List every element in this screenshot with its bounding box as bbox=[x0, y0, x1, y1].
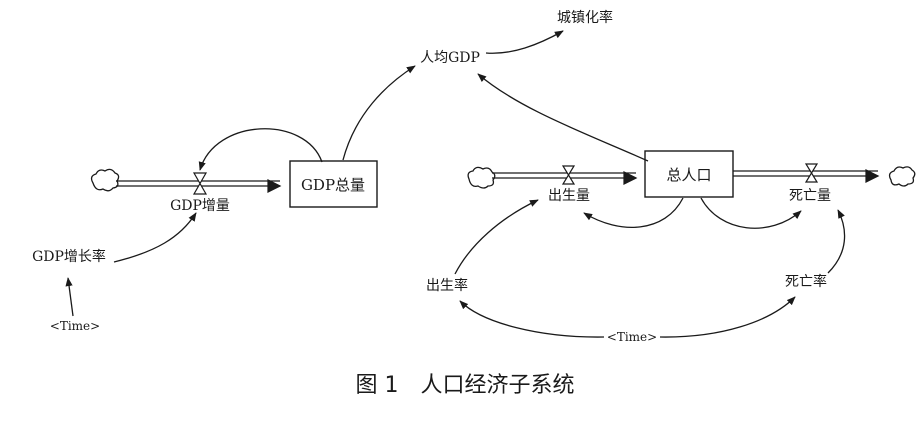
deaths-label: 死亡量 bbox=[789, 188, 831, 204]
growth-rate-to-increase-link bbox=[113, 212, 197, 263]
gdp-total-to-per-capita-link bbox=[342, 65, 416, 161]
gdp-growth-rate-label: GDP增长率 bbox=[32, 248, 106, 265]
death-rate-label: 死亡率 bbox=[785, 273, 827, 290]
births-label: 出生量 bbox=[548, 188, 590, 204]
time-to-growth-rate-link bbox=[65, 277, 74, 317]
death-valve-icon bbox=[804, 163, 819, 183]
time-shadow-label-bottom: <Time> bbox=[607, 330, 657, 344]
birth-source-cloud-icon bbox=[467, 166, 496, 189]
source-cloud-icon bbox=[90, 168, 120, 192]
population-to-per-capita-link bbox=[477, 73, 649, 162]
gdp-per-capita-label: 人均GDP bbox=[420, 50, 480, 66]
population-to-births-link bbox=[583, 197, 684, 228]
time-to-birth-rate-link bbox=[459, 300, 605, 338]
death-rate-to-deaths-link bbox=[827, 209, 846, 274]
time-to-death-rate-link bbox=[659, 296, 796, 338]
urbanization-rate-label: 城镇化率 bbox=[557, 9, 613, 26]
per-capita-to-urbanization-link bbox=[485, 30, 564, 54]
population-to-deaths-link bbox=[700, 197, 802, 229]
gdp-increase-label: GDP增量 bbox=[170, 198, 230, 214]
gdp-total-label: GDP总量 bbox=[301, 176, 365, 194]
total-population-label: 总人口 bbox=[666, 166, 711, 184]
birth-valve-icon bbox=[561, 165, 576, 185]
birth-rate-label: 出生率 bbox=[426, 277, 468, 294]
death-sink-cloud-icon bbox=[888, 166, 916, 187]
gdp-total-to-increase-link bbox=[198, 128, 323, 171]
figure-caption: 图 1 人口经济子系统 bbox=[356, 373, 575, 398]
gdp-increase-valve-icon bbox=[192, 172, 208, 195]
birth-rate-to-births-link bbox=[454, 199, 539, 275]
total-population-stock bbox=[644, 150, 734, 198]
gdp-total-stock bbox=[289, 160, 378, 208]
time-shadow-label-left: <Time> bbox=[50, 319, 100, 333]
